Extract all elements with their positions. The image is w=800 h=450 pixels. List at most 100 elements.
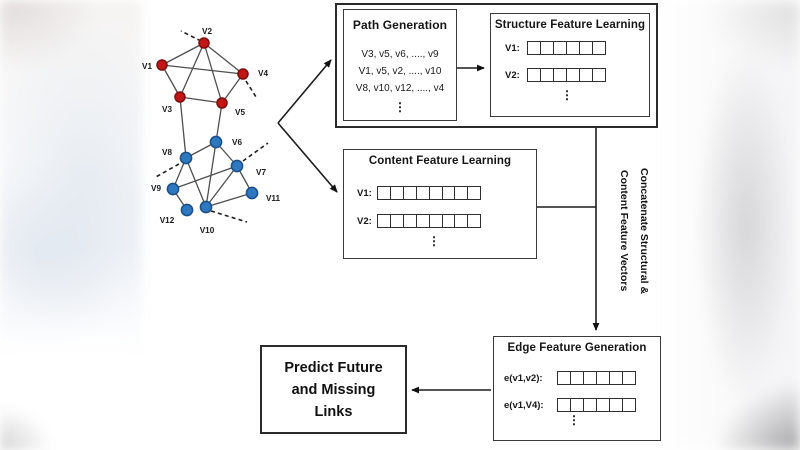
structure-feature-vector	[527, 41, 606, 55]
vector-cell	[582, 398, 597, 412]
vector-cell	[441, 186, 456, 200]
dashed-cut-edge-2	[153, 163, 180, 179]
vector-cell	[454, 214, 469, 228]
vector-row-label: V2:	[505, 69, 520, 81]
vector-cell	[428, 214, 443, 228]
left-margin-vignette	[0, 0, 142, 450]
graph-node-V3	[174, 91, 186, 103]
vector-cell	[552, 41, 567, 55]
graph-edge-V7-V9	[172, 165, 238, 190]
vector-cell	[441, 214, 456, 228]
graph-node-V11	[245, 186, 259, 200]
vector-cell	[539, 68, 554, 82]
dashed-cut-edge-1	[245, 80, 257, 98]
structure-feature-vector	[527, 68, 606, 82]
path-sample: V8, v10, v12, ...., v4	[355, 83, 445, 94]
graph-node-V6	[209, 135, 223, 149]
arrow-graph-to-content-learning	[277, 122, 338, 193]
predict-line1: Predict Future	[284, 359, 383, 376]
ellipsis: ⋮	[568, 413, 580, 427]
graph-node-V5	[216, 97, 228, 109]
structure-feature-learning-box: Structure Feature Learning V1: V2: ⋮	[490, 13, 650, 117]
vector-cell	[402, 214, 417, 228]
graph-node-label-V4: V4	[258, 69, 268, 78]
dashed-cut-edge-3	[242, 142, 269, 162]
concatenate-label-line1: Concatenate Structural &	[638, 167, 650, 295]
graph-node-label-V7: V7	[256, 168, 266, 177]
vector-cell	[377, 214, 391, 228]
vector-cell	[527, 68, 541, 82]
graph-node-label-V1: V1	[142, 62, 152, 71]
vector-cell	[582, 371, 597, 385]
graph-node-V10	[199, 200, 213, 214]
predict-line3: Links	[314, 403, 353, 420]
graph-edge-V4-V5	[221, 73, 244, 104]
vector-cell	[402, 186, 417, 200]
graph-node-V2	[198, 37, 210, 49]
edge-feature-vector	[557, 371, 636, 385]
path-list: V3, v5, v6, ...., v9 V1, v5, v2, ...., v…	[344, 46, 456, 97]
content-feature-vector	[377, 214, 482, 228]
graph-node-label-V6: V6	[232, 138, 242, 147]
predict-line2: and Missing	[291, 381, 376, 398]
vector-cell	[415, 186, 430, 200]
graph-edge-V8-V10	[185, 157, 207, 208]
vector-cell	[389, 186, 404, 200]
concatenate-label: Concatenate Structural & Content Feature…	[612, 152, 654, 310]
graph-node-label-V3: V3	[162, 105, 172, 114]
content-title: Content Feature Learning	[368, 155, 512, 167]
path-sample: V1, v5, v2, ...., v10	[358, 66, 442, 77]
vector-cell	[595, 371, 610, 385]
vector-cell	[565, 68, 580, 82]
vector-cell	[539, 41, 554, 55]
vector-cell	[467, 186, 482, 200]
vector-row-label: V1:	[505, 42, 520, 54]
dashed-cut-edge-0	[180, 30, 202, 42]
graph-edge-V1-V4	[161, 64, 244, 75]
content-feature-vector	[377, 186, 482, 200]
graph-edge-V2-V3	[179, 42, 205, 98]
right-margin-vignette	[656, 0, 800, 450]
graph-edge-V7-V10	[205, 165, 238, 208]
edge-feature-generation-box: Edge Feature Generation e(v1,v2): e(v1,V…	[493, 336, 661, 441]
path-generation-title: Path Generation	[352, 18, 448, 32]
vector-cell	[578, 68, 593, 82]
graph-node-label-V11: V11	[266, 194, 281, 203]
graph-edge-V1-V2	[161, 42, 205, 66]
vector-cell	[591, 41, 606, 55]
graph-edge-V3-V8	[179, 96, 187, 159]
vector-cell	[377, 186, 391, 200]
vector-cell	[552, 68, 567, 82]
graph-node-label-V12: V12	[160, 216, 175, 225]
arrow-graph-to-path-generation	[277, 59, 332, 124]
vector-cell	[389, 214, 404, 228]
path-sample: V3, v5, v6, ...., v9	[361, 49, 439, 60]
vector-cell	[454, 186, 469, 200]
predict-links-text: Predict Future and Missing Links	[284, 357, 382, 423]
graph-node-label-V2: V2	[202, 27, 212, 36]
graph-node-label-V8: V8	[162, 148, 172, 157]
vector-cell	[578, 41, 593, 55]
path-generation-box: Path Generation V3, v5, v6, ...., v9 V1,…	[343, 9, 457, 121]
graph-node-V9	[166, 182, 180, 196]
graph-node-V8	[179, 151, 193, 165]
edge-vector-label: e(v1,V4):	[504, 399, 544, 411]
ellipsis: ⋮	[394, 100, 406, 114]
graph-node-V12	[180, 203, 194, 217]
vector-cell	[591, 68, 606, 82]
vector-cell	[569, 398, 584, 412]
graph-edge-V2-V5	[203, 42, 223, 104]
dashed-cut-edge-4	[210, 210, 248, 223]
structure-title: Structure Feature Learning	[494, 19, 646, 31]
vector-cell	[428, 186, 443, 200]
ellipsis: ⋮	[561, 88, 573, 102]
edge-generation-title: Edge Feature Generation	[507, 342, 647, 354]
edge-feature-vector	[557, 398, 636, 412]
vector-cell	[557, 371, 571, 385]
vector-cell	[557, 398, 571, 412]
graph-node-label-V5: V5	[235, 108, 245, 117]
vector-cell	[621, 371, 636, 385]
vector-cell	[467, 214, 482, 228]
graph-node-label-V9: V9	[151, 184, 161, 193]
